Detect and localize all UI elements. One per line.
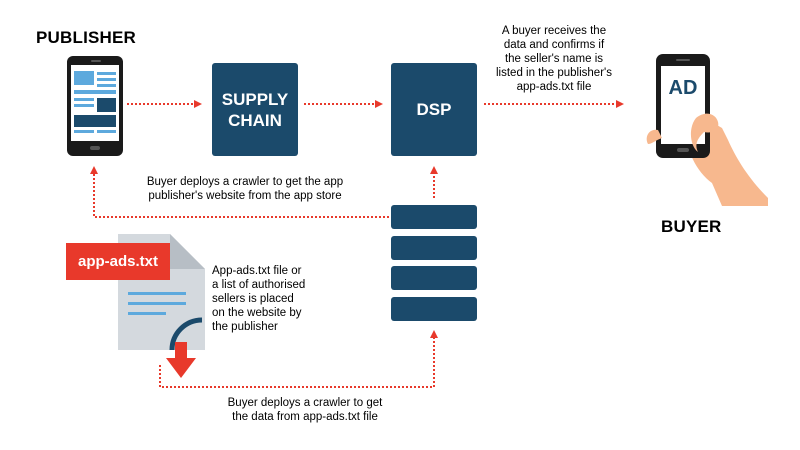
file-placed-caption: App-ads.txt file or a list of authorised…	[212, 265, 306, 333]
crawler-file-caption: Buyer deploys a crawler to get the data …	[227, 397, 383, 423]
publisher-heading: PUBLISHER	[36, 28, 137, 47]
arrow-stack-to-publisher	[90, 166, 389, 218]
ad-label: AD	[669, 77, 698, 99]
dsp-label: DSP	[416, 99, 452, 119]
supply-chain-box: SUPPLY CHAIN	[212, 63, 298, 156]
buyer-receives-caption: A buyer receives the data and confirms i…	[496, 25, 612, 93]
server-bar-3	[391, 266, 477, 290]
server-bar-2	[391, 236, 477, 260]
crawler-app-store-caption: Buyer deploys a crawler to get the app p…	[146, 176, 344, 202]
publisher-phone-icon	[67, 56, 123, 156]
app-ads-txt-tag: app-ads.txt	[66, 243, 170, 280]
down-arrow-icon	[166, 342, 196, 378]
dsp-box: DSP	[391, 63, 477, 156]
server-bar-4	[391, 297, 477, 321]
arrow-file-to-stack	[159, 330, 438, 388]
supply-chain-line1: SUPPLY	[221, 89, 289, 109]
buyer-heading: BUYER	[661, 217, 722, 236]
supply-chain-line2: CHAIN	[228, 110, 282, 130]
server-bar-1	[391, 205, 477, 229]
buyer-hand-phone-icon: AD	[646, 54, 768, 206]
app-ads-txt-label: app-ads.txt	[77, 253, 158, 270]
